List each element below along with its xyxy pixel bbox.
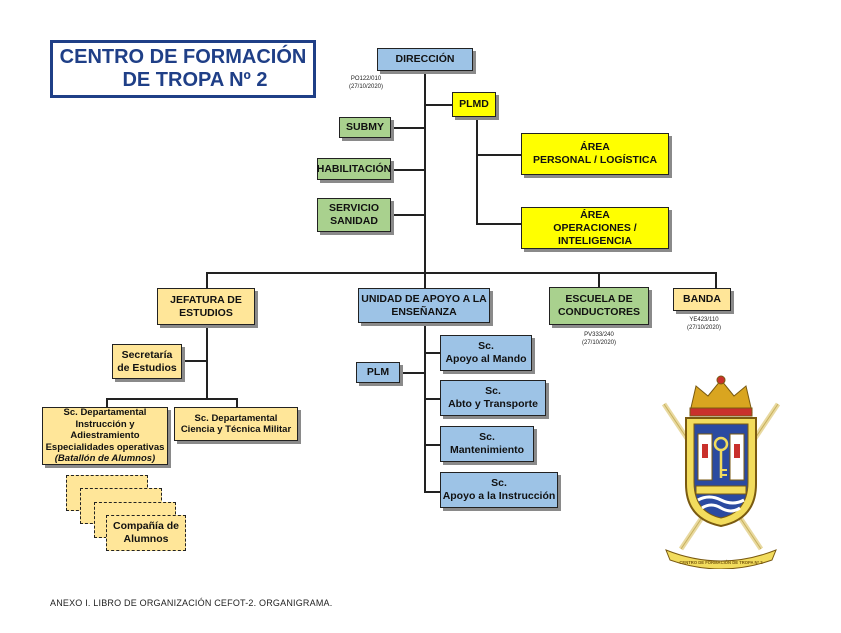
node-label: de Estudios bbox=[117, 361, 177, 374]
connector bbox=[424, 398, 440, 400]
node-label: Sc. bbox=[491, 477, 507, 489]
node-label: BANDA bbox=[683, 293, 721, 305]
node-label: SANIDAD bbox=[330, 215, 378, 227]
node-label: CONDUCTORES bbox=[557, 306, 641, 318]
node-servicio-sanidad: SERVICIO SANIDAD bbox=[317, 198, 391, 232]
connector bbox=[206, 272, 716, 274]
node-banda: BANDA bbox=[673, 288, 731, 311]
node-plm: PLM bbox=[356, 362, 400, 383]
node-label: Compañía de bbox=[113, 520, 179, 532]
node-label: JEFATURA DE bbox=[170, 293, 242, 306]
node-sc-mantenimiento: Sc. Mantenimiento bbox=[440, 426, 534, 462]
node-escuela-conductores: ESCUELA DE CONDUCTORES bbox=[549, 287, 649, 325]
node-label: Sc. Departamental bbox=[194, 412, 278, 424]
node-label: Abto y Transporte bbox=[448, 398, 538, 410]
node-sc-apoyo-instruccion: Sc. Apoyo a la Instrucción bbox=[440, 472, 558, 508]
escuela-note: PV333/240 (27/10/2020) bbox=[574, 331, 624, 347]
node-label: ÁREA bbox=[580, 208, 610, 221]
connector bbox=[424, 444, 440, 446]
connector bbox=[425, 104, 453, 106]
node-sc-abto: Sc. Abto y Transporte bbox=[440, 380, 546, 416]
connector bbox=[106, 398, 108, 408]
connector bbox=[390, 214, 425, 216]
coat-of-arms-emblem: CENTRO DE FORMACIÓN DE TROPA Nº 2 bbox=[661, 375, 781, 569]
connector bbox=[424, 352, 440, 354]
connector bbox=[598, 272, 600, 288]
node-label: Mantenimiento bbox=[449, 444, 525, 456]
node-label: HABILITACIÓN bbox=[316, 162, 392, 175]
node-label: OPERACIONES / INTELIGENCIA bbox=[553, 221, 637, 247]
node-label: Secretaría bbox=[121, 348, 173, 361]
note-code: PV333/240 bbox=[584, 332, 614, 338]
node-label: PLMD bbox=[459, 98, 489, 110]
node-area-personal: ÁREA PERSONAL / LOGÍSTICA bbox=[521, 133, 669, 175]
node-label: Apoyo a la Instrucción bbox=[442, 490, 556, 502]
node-label: PERSONAL / LOGÍSTICA bbox=[532, 154, 658, 166]
connector bbox=[476, 223, 522, 225]
svg-text:CENTRO DE FORMACIÓN DE TROPA N: CENTRO DE FORMACIÓN DE TROPA Nº 2 bbox=[679, 560, 763, 565]
node-compania-alumnos: Compañía de Alumnos bbox=[106, 515, 186, 551]
node-label: Instrucción y Adiestramiento bbox=[70, 418, 140, 442]
connector bbox=[424, 272, 426, 288]
note-code: YE423/110 bbox=[689, 317, 719, 323]
connector bbox=[424, 322, 426, 492]
connector bbox=[476, 154, 522, 156]
node-habilitacion: HABILITACIÓN bbox=[317, 158, 391, 180]
note-date: (27/10/2020) bbox=[348, 84, 384, 90]
connector bbox=[424, 70, 426, 272]
node-label: Sc. Departamental bbox=[63, 407, 147, 419]
node-label: (Batallón de Alumnos) bbox=[54, 453, 156, 465]
node-unidad-apoyo: UNIDAD DE APOYO A LA ENSEÑANZA bbox=[358, 288, 490, 323]
node-label: ESTUDIOS bbox=[179, 306, 233, 319]
node-label: ÁREA bbox=[580, 141, 610, 153]
connector bbox=[182, 360, 207, 362]
node-plmd: PLMD bbox=[452, 92, 496, 117]
node-label: Ciencia y Técnica Militar bbox=[180, 424, 292, 435]
note-date: (27/10/2020) bbox=[686, 325, 722, 331]
node-area-operaciones: ÁREA OPERACIONES / INTELIGENCIA bbox=[521, 207, 669, 249]
node-label: Sc. bbox=[478, 340, 494, 352]
connector bbox=[390, 127, 425, 129]
node-label: Sc. bbox=[479, 431, 495, 443]
node-label: Alumnos bbox=[123, 533, 169, 545]
banda-note: YE423/110 (27/10/2020) bbox=[680, 316, 728, 332]
node-label: PLM bbox=[366, 366, 390, 378]
connector bbox=[400, 372, 425, 374]
node-direccion: DIRECCIÓN bbox=[377, 48, 473, 71]
connector bbox=[424, 491, 440, 493]
node-sc-ciencia: Sc. Departamental Ciencia y Técnica Mili… bbox=[174, 407, 298, 441]
direccion-note: PO122/010 (27/10/2020) bbox=[344, 75, 388, 91]
node-label: SERVICIO bbox=[329, 202, 379, 214]
node-sc-apoyo-mando: Sc. Apoyo al Mando bbox=[440, 335, 532, 371]
note-code: PO122/010 bbox=[350, 76, 382, 82]
connector bbox=[476, 118, 478, 224]
footer-caption: ANEXO I. LIBRO DE ORGANIZACIÓN CEFOT-2. … bbox=[50, 598, 333, 608]
node-submy: SUBMY bbox=[339, 117, 391, 138]
connector bbox=[236, 398, 238, 408]
node-label: Apoyo al Mando bbox=[445, 353, 527, 365]
connector bbox=[715, 272, 717, 288]
node-label: UNIDAD DE APOYO A LA bbox=[361, 292, 487, 305]
page-title: CENTRO DE FORMACIÓN DE TROPA Nº 2 bbox=[50, 40, 316, 98]
node-jefatura-estudios: JEFATURA DE ESTUDIOS bbox=[157, 288, 255, 325]
node-label: Especialidades operativas bbox=[45, 441, 165, 453]
node-label: ENSEÑANZA bbox=[391, 305, 457, 318]
node-secretaria: Secretaría de Estudios bbox=[112, 344, 182, 379]
note-date: (27/10/2020) bbox=[581, 340, 617, 346]
title-line-1: CENTRO DE FORMACIÓN bbox=[59, 46, 307, 68]
node-label: SUBMY bbox=[346, 121, 384, 133]
node-sc-instruccion: Sc. Departamental Instrucción y Adiestra… bbox=[42, 407, 168, 465]
node-label: Sc. bbox=[485, 385, 501, 397]
connector bbox=[106, 398, 236, 400]
node-label: ESCUELA DE bbox=[565, 293, 633, 305]
connector bbox=[206, 272, 208, 288]
title-line-2: DE TROPA Nº 2 bbox=[122, 69, 268, 91]
connector bbox=[390, 169, 425, 171]
node-label: DIRECCIÓN bbox=[395, 53, 455, 65]
